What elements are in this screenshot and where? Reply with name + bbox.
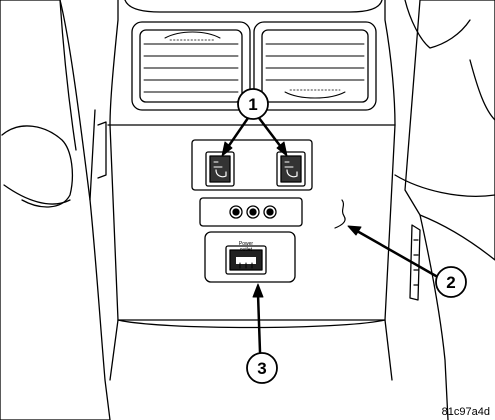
console-squiggle [334, 199, 346, 229]
callout-2-arrowhead [347, 225, 362, 236]
callout-3-leader [256, 292, 262, 354]
callout-2-leader [355, 229, 438, 278]
knob-panel [199, 197, 303, 227]
leader-lines [221, 116, 438, 354]
power-outlet [204, 231, 296, 283]
callout-2-number: 2 [446, 273, 455, 292]
left-air-vent [131, 21, 251, 111]
callout-2: 2 [435, 266, 467, 298]
left-heated-seat-switch [205, 151, 235, 187]
callout-3-arrowhead [252, 283, 264, 298]
outlet-label-line1: Power [239, 241, 254, 247]
outlet-label-line2: outlet [240, 247, 253, 253]
callout-1-left-leader [226, 116, 250, 149]
callout-1-right-leader [257, 116, 283, 149]
right-seat [394, 0, 495, 420]
left-seat [0, 0, 111, 420]
right-air-vent [253, 21, 377, 111]
callout-3: 3 [246, 352, 278, 384]
callout-3-number: 3 [257, 359, 266, 378]
right-heated-seat-switch [276, 151, 306, 187]
callout-1-left-arrowhead [221, 141, 233, 157]
callout-1-right-arrowhead [276, 141, 288, 157]
figure-reference-code: 81c97a4d [441, 406, 490, 418]
callout-1: 1 [237, 88, 269, 120]
callout-1-number: 1 [248, 95, 257, 114]
